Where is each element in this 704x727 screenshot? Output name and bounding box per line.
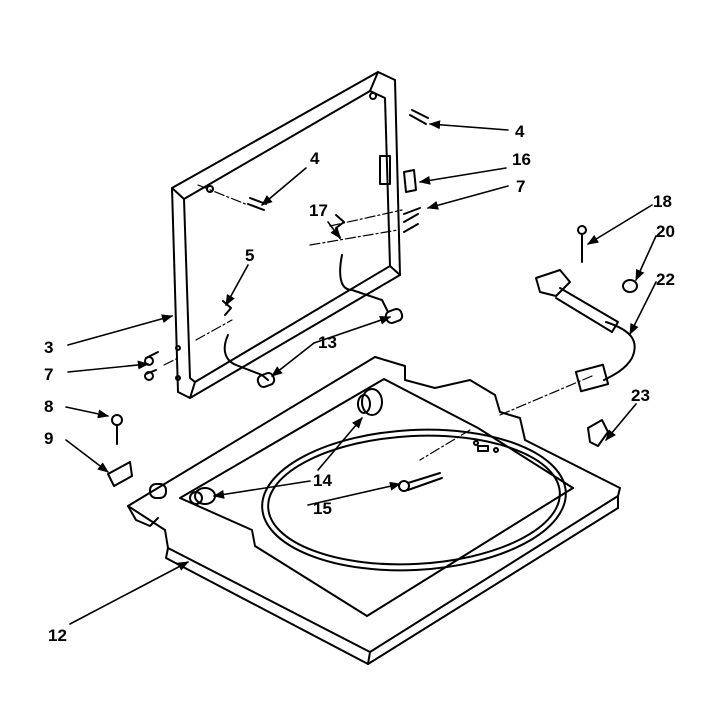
callout-9: 9 [44,429,54,448]
callout-16: 16 [512,150,531,169]
callout-5: 5 [245,246,255,265]
callout-22: 22 [656,270,675,289]
callout-7: 7 [44,365,54,384]
callout-23: 23 [631,386,650,405]
callout-3: 3 [44,338,54,357]
callout-13: 13 [318,333,337,352]
guide-lines [163,184,593,461]
leader-lines [65,120,657,625]
callout-18: 18 [653,192,672,211]
bumpers-and-screw [189,388,443,505]
loose-hardware [107,414,133,487]
callout-4: 4 [310,149,320,168]
callout-15: 15 [313,499,332,518]
lid-switch-assembly [535,225,638,447]
callout-20: 20 [656,222,675,241]
washer-top [127,356,621,665]
callout-8: 8 [44,397,54,416]
callout-7: 7 [516,177,526,196]
lid-frame [171,71,401,399]
callout-14: 14 [313,471,332,490]
lid-hardware [144,109,429,381]
callout-4: 4 [515,122,525,141]
callout-12: 12 [48,626,67,645]
callout-17: 17 [309,201,328,220]
